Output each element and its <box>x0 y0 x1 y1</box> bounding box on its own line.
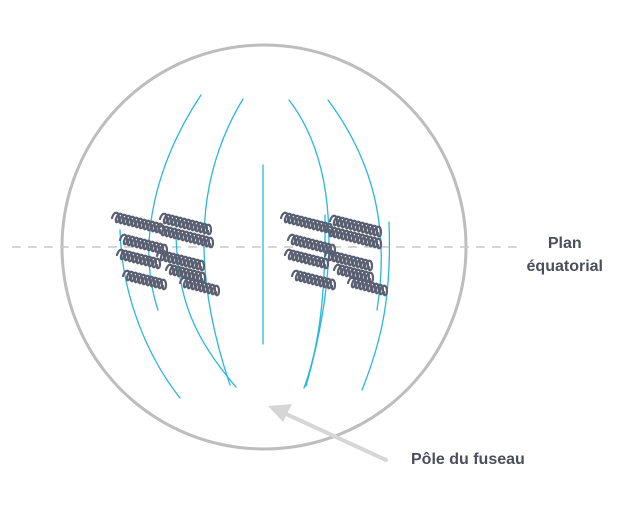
chromosome-strand <box>328 214 383 238</box>
spindle-pole-label: Pôle du fuseau <box>411 451 525 468</box>
chromosome-strand <box>115 248 162 270</box>
spindle-fiber <box>361 221 391 391</box>
chromosome-strand <box>121 269 168 291</box>
chromosome-strand <box>156 224 215 249</box>
chromosome-strand <box>346 276 389 297</box>
chromosome-strand <box>323 249 374 272</box>
chromosome-strand <box>164 263 207 284</box>
arrow-icon <box>268 404 292 422</box>
spindle-fiber <box>203 98 244 386</box>
equatorial-plane-label-line2: équatorial <box>526 258 603 275</box>
chromosome-strand <box>286 233 337 256</box>
cell-membrane <box>60 43 468 451</box>
spindle-fibers <box>119 94 391 399</box>
equatorial-plane-label-line1: Plan <box>547 235 582 252</box>
spindle-fiber <box>175 227 237 388</box>
chromosome-strand <box>290 269 337 291</box>
equatorial-plane-label: Plan équatorial <box>527 232 603 278</box>
chromosomes <box>110 211 389 297</box>
chromosome-strand <box>279 211 334 235</box>
chromosome-strand <box>118 233 169 256</box>
chromosome-strand <box>178 276 221 297</box>
pointer-arrow <box>268 404 388 462</box>
chromosome-strand <box>324 225 383 250</box>
chromosome-strand <box>158 212 213 236</box>
chromosome-strand <box>332 263 375 284</box>
chromosome-strand <box>283 248 330 270</box>
chromosome-strand <box>155 249 206 272</box>
